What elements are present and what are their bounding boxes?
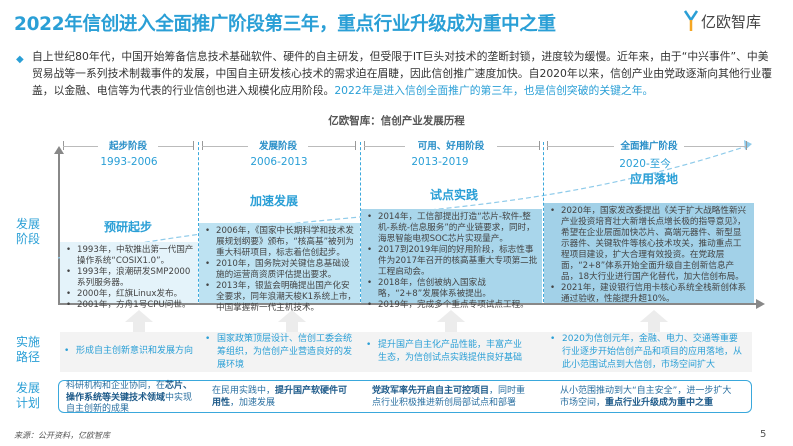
plan-text-segment: 中实现自主创新的成果 <box>66 392 193 415</box>
stage-years-3: 2013-2019 <box>411 156 469 168</box>
stage-tick <box>539 141 540 150</box>
stage-name-1: 起步阶段 <box>98 138 158 152</box>
stage-tick <box>193 141 194 150</box>
page-title: 2022年信创进入全面推广阶段第三年，重点行业升级成为重中之重 <box>14 14 556 35</box>
stage-years-2: 2006-2013 <box>250 156 308 168</box>
y-axis-arrow-icon <box>54 146 64 154</box>
events-box-4: 2020年，国家发改委提出《关于扩大战略性新兴产业投资培育壮大新增长点增长极的指… <box>544 203 754 305</box>
logo-text: 亿欧智库 <box>701 12 762 31</box>
chart-title: 亿欧智库：信创产业发展历程 <box>328 115 465 127</box>
intro-highlight: 2022年是进入信创全面推广的第三年，也是信创突破的关键之年。 <box>334 84 654 97</box>
event-item: 2000年，红旗Linux发布。 <box>66 289 194 300</box>
intro-paragraph: ◆ 自上世纪80年代，中国开始筹备信息技术基础软件、硬件的自主研发，但受限于IT… <box>14 48 774 99</box>
event-item: 2021年，建设银行信用卡核心系统全栈新创体系通过验收，性能提升超10%。 <box>550 283 750 305</box>
stage-years-1: 1993-2006 <box>100 156 158 168</box>
diamond-bullet-icon: ◆ <box>16 54 24 65</box>
up-arrow-icon <box>278 310 306 332</box>
stage-name-2: 发展阶段 <box>248 138 308 152</box>
stage-tick <box>202 141 203 150</box>
stage-tick <box>63 141 64 150</box>
event-item: 2010年，国务院对关键信息基础设施的运营商资质评估提出要求。 <box>205 259 356 281</box>
events-box-3: 2014年，工信部提出打造“芯片-软件-整机-系统-信息服务”的产业链要求，同时… <box>361 209 542 311</box>
divider <box>543 142 544 302</box>
stage-tick <box>364 141 365 150</box>
stage-tick <box>547 141 548 150</box>
plan-item-2: 在民用实践中，提升国产软硬件可用性，加速发展 <box>212 386 352 409</box>
plan-text-segment: ，加速发展 <box>230 397 276 408</box>
divider <box>198 142 199 302</box>
plan-item-1: 科研机构和企业协同，在芯片、操作系统等关键技术领域中实现自主创新的成果 <box>66 381 201 416</box>
event-item: 2014年，工信部提出打造“芯片-软件-整机-系统-信息服务”的产业链要求，同时… <box>367 212 538 245</box>
impl-item-3: 提升国产自主化产品性能，丰富产业生态，为信创试点实践提供良好基础 <box>366 339 526 365</box>
event-item: 1993年，浪潮研发SMP2000系列服务器。 <box>66 267 194 289</box>
phase-label-3: 试点实践 <box>430 188 479 202</box>
event-item: 2006年，《国家中长期科学和技术发展规划纲要》颁布，“核高基”被列为重大科研项… <box>205 226 356 259</box>
up-arrow-icon <box>125 310 153 332</box>
plan-text-segment: 科研机构和企业协同，在 <box>66 381 166 391</box>
phase-label-2: 加速发展 <box>250 194 299 208</box>
event-item: 1993年，中软推出第一代国产操作系统“COSIX1.0”。 <box>66 245 194 267</box>
stage-tick <box>355 141 356 150</box>
plan-text-segment: 党政军率先开启自主可控项目 <box>372 386 490 396</box>
intro-text: 自上世纪80年代，中国开始筹备信息技术基础软件、硬件的自主研发，但受限于IT巨头… <box>32 50 773 97</box>
events-box-2: 2006年，《国家中长期科学和技术发展规划纲要》颁布，“核高基”被列为重大科研项… <box>199 223 360 313</box>
stage-name-3: 可用、好用阶段 <box>405 138 497 152</box>
stage-years-4: 2020-至今 <box>619 158 671 170</box>
row-label-plan: 发展 计划 <box>15 381 40 410</box>
up-arrow-icon <box>640 310 668 332</box>
event-item: 2013年，银监会明确提出国产化安全要求，同年浪潮天梭K1系统上市，中国掌握新一… <box>205 281 356 314</box>
x-axis-arrow-icon <box>756 299 765 309</box>
event-item: 2019年，完成多个重点专项试点工程。 <box>367 300 538 311</box>
plan-text-segment: 从小范围推动到大“自主安全”，进一步扩大市场空间， <box>560 386 732 408</box>
event-item: 2020年，国家发改委提出《关于扩大战略性新兴产业投资培育壮大新增长点增长极的指… <box>550 206 750 283</box>
row-label-stage: 发展 阶段 <box>15 217 40 246</box>
plan-text-segment: 提升国产软硬件可用性 <box>212 386 348 408</box>
plan-item-3: 党政军率先开启自主可控项目，同时重点行业积极推进新创局部试点和部署 <box>372 386 532 409</box>
impl-item-2: 国家政策顶层设计、信创工委会统筹组织，为信创产业营造良好的发展环境 <box>205 333 360 372</box>
stage-tick <box>746 141 747 150</box>
phase-label-1: 预研起步 <box>104 220 153 234</box>
up-arrow-icon <box>437 310 465 332</box>
divider <box>360 142 361 302</box>
stage-name-4: 全面推广阶段 <box>614 138 684 152</box>
logo: 亿欧智库 <box>684 10 761 32</box>
plan-text-segment: 芯片、操作系统等关键技术领域 <box>66 381 193 403</box>
impl-item-4: 2020为信创元年，金融、电力、交通等重要行业逐步开始信创产品和项目的应用落地，… <box>550 333 745 372</box>
events-box-1: 1993年，中软推出第一代国产操作系统“COSIX1.0”。1993年，浪潮研发… <box>60 242 198 311</box>
plan-row <box>58 380 752 413</box>
plan-item-4: 从小范围推动到大“自主安全”，进一步扩大市场空间，重点行业升级成为重中之重 <box>560 386 740 409</box>
source-note: 来源：公开资料，亿欧智库 <box>14 431 110 440</box>
event-item: 2018年，信创被纳入国家战略，“2+8”发展体系被提出。 <box>367 278 538 300</box>
page-number: 5 <box>760 429 767 440</box>
phase-label-4: 应用落地 <box>630 172 679 186</box>
y-axis <box>58 152 60 304</box>
event-item: 2001年，方舟1号CPU问世。 <box>66 300 194 311</box>
yiou-logo-icon <box>684 10 698 31</box>
plan-text-segment: 在民用实践中， <box>212 386 276 396</box>
row-label-impl: 实施 路径 <box>15 335 40 364</box>
plan-text-segment: 重点行业升级成为重中之重 <box>605 397 714 408</box>
event-item: 2017到2019年间的好用阶段，标志性事件为2017年召开的核高基重大专项第二… <box>367 245 538 278</box>
plan-text-segment: ，同时重点行业积极推进新创局部试点和部署 <box>372 386 526 408</box>
impl-item-1: 形成自主创新意识和发展方向 <box>64 345 199 358</box>
